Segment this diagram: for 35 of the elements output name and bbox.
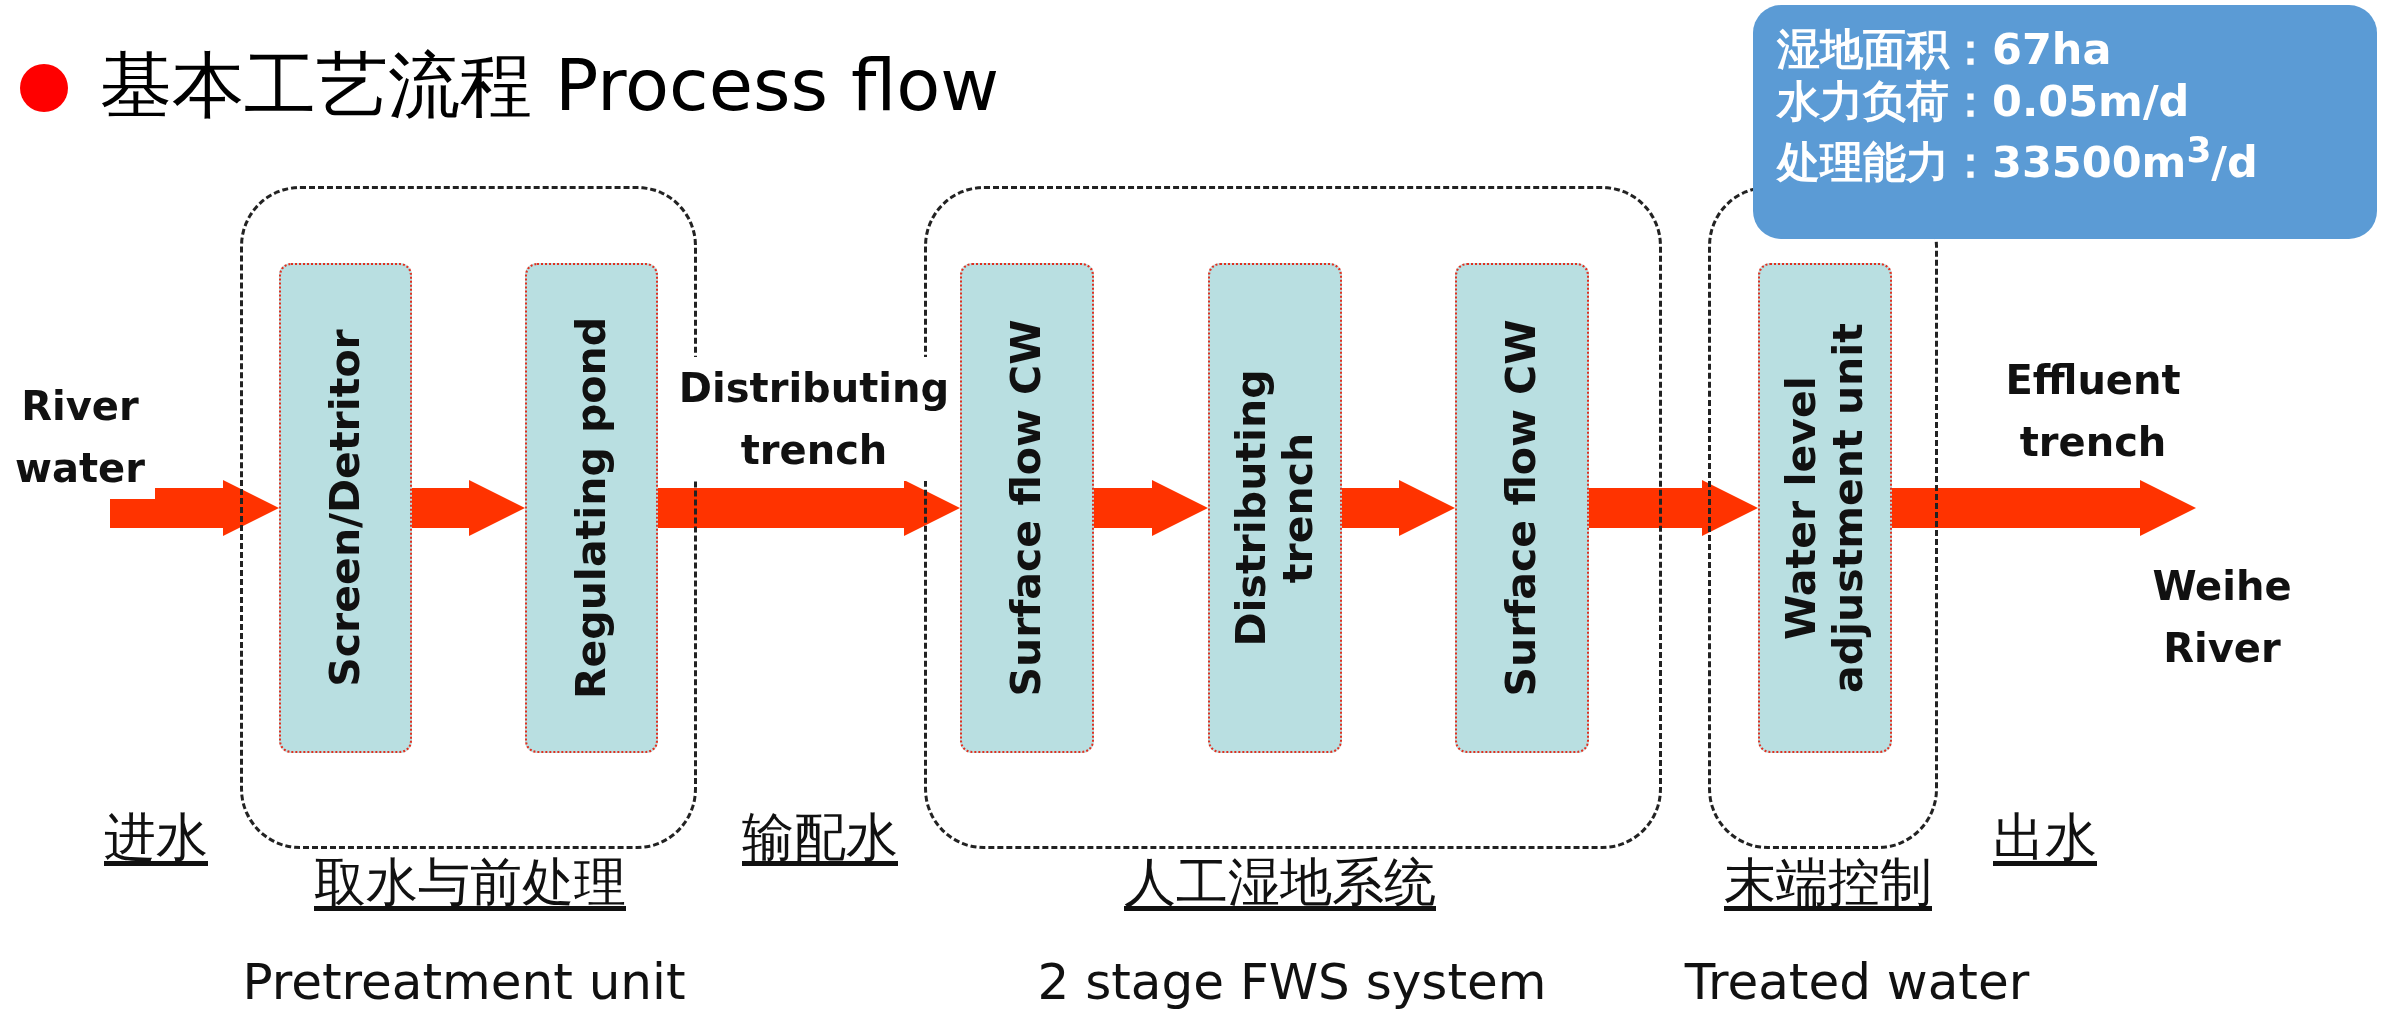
flow-arrow	[412, 480, 525, 536]
process-label: Distributing trench	[1227, 368, 1323, 649]
process-label: Water level adjustment unit	[1777, 322, 1873, 695]
process-box	[960, 263, 1094, 753]
info-text: 湿地面积：67ha	[1777, 23, 2113, 76]
process-label: Regulating pond	[567, 315, 616, 702]
process-label: Screen/Detritor	[321, 328, 370, 689]
flow-arrow	[1094, 480, 1208, 536]
process-label: Surface flow CW	[1498, 318, 1546, 699]
group-heading: 取水与前处理	[314, 851, 626, 914]
group-heading: 末端控制	[1724, 851, 1932, 914]
title: 基本工艺流程 Process flow	[100, 42, 1000, 129]
group-caption: Pretreatment unit	[242, 953, 686, 1011]
stage-label: 进水	[104, 806, 208, 869]
group-heading: 人工湿地系统	[1124, 851, 1436, 914]
process-box	[1758, 263, 1892, 753]
stage-label: 出水	[1993, 806, 2097, 869]
flow-arrow	[1342, 480, 1455, 536]
info-text: 水力负荷：0.05m/d	[1777, 75, 2191, 128]
stage-label: 输配水	[742, 806, 898, 869]
flow-arrow	[658, 480, 960, 536]
flow-arrow	[110, 480, 279, 536]
process-label: Surface flow CW	[1003, 318, 1051, 699]
flow-arrow	[1589, 480, 1758, 536]
flow-arrow	[1892, 480, 2196, 536]
dashed-group-box	[1708, 186, 1938, 849]
group-caption: Treated water	[1684, 953, 2030, 1011]
group-caption: 2 stage FWS system	[1037, 953, 1547, 1011]
process-box	[525, 263, 658, 753]
process-box	[279, 263, 412, 753]
process-box	[1208, 263, 1342, 753]
info-panel	[1753, 5, 2377, 239]
outlet-label: Weihe River	[2151, 562, 2293, 673]
info-text: 处理能力：33500m$^{3}$/d	[1777, 127, 2259, 189]
process-box	[1455, 263, 1589, 753]
